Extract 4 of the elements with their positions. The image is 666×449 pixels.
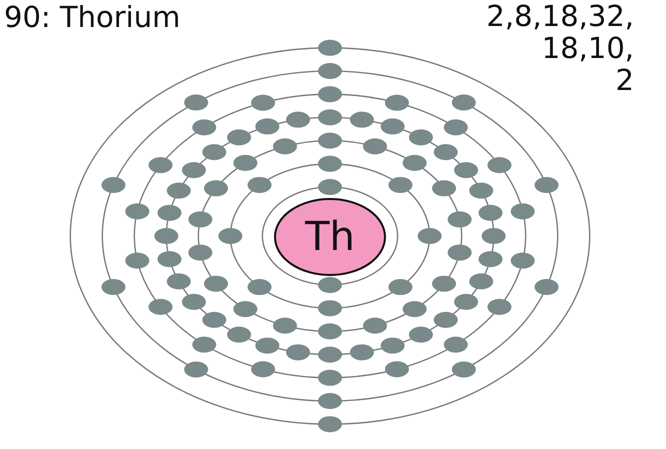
electron-configuration-label: 2,8,18,32, 18,10, 2 <box>486 0 634 96</box>
element-symbol: Th <box>305 214 355 260</box>
nucleus-circle <box>273 197 387 277</box>
element-name-label: 90: Thorium <box>4 0 180 34</box>
